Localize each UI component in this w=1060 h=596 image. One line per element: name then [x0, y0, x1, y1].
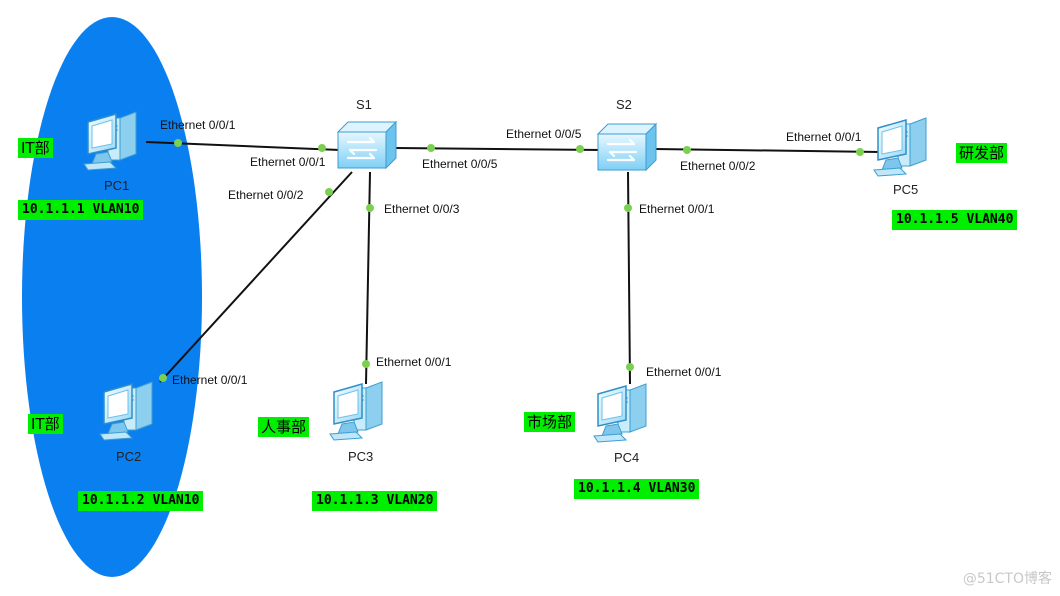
switch-s1-name: S1	[356, 97, 372, 112]
addr-label-pc5: 10.1.1.5 VLAN40	[892, 210, 1018, 230]
links	[145, 141, 881, 385]
watermark: @51CTO博客	[962, 571, 1052, 587]
switch-s1-icon[interactable]	[336, 120, 398, 170]
switch-s2-name: S2	[616, 97, 632, 112]
dept-label-pc5: 研发部	[956, 143, 1008, 163]
pc3-icon[interactable]	[329, 381, 383, 441]
pc4-icon[interactable]	[593, 383, 647, 443]
link-s1-pc3	[365, 171, 371, 385]
addr-label-pc1: 10.1.1.1 VLAN10	[18, 200, 144, 220]
port-dot	[624, 204, 632, 212]
dept-label-pc4: 市场部	[524, 412, 576, 432]
port-label-pc1: Ethernet 0/0/1	[160, 118, 236, 132]
link-s1-pc2	[159, 171, 353, 383]
port-dot	[325, 188, 333, 196]
pc5-name: PC5	[893, 182, 918, 197]
port-label-pc3: Ethernet 0/0/1	[376, 355, 452, 369]
dept-label-pc1: IT部	[18, 138, 53, 158]
port-label-s1-s2: Ethernet 0/0/5	[422, 157, 498, 171]
port-dots	[159, 139, 864, 382]
dept-label-pc3: 人事部	[258, 417, 310, 437]
vlan10-group-ellipse	[22, 17, 202, 577]
port-label-s2-s1: Ethernet 0/0/5	[506, 127, 582, 141]
port-label-s2-pc4: Ethernet 0/0/1	[639, 202, 715, 216]
port-label-pc2: Ethernet 0/0/1	[172, 373, 248, 387]
pc2-name: PC2	[116, 449, 141, 464]
port-dot	[366, 204, 374, 212]
port-label-s1-pc2: Ethernet 0/0/2	[228, 188, 304, 202]
port-dot	[576, 145, 584, 153]
port-dot	[427, 144, 435, 152]
pc3-name: PC3	[348, 449, 373, 464]
pc5-icon[interactable]	[873, 117, 927, 177]
port-dot	[856, 148, 864, 156]
port-dot	[362, 360, 370, 368]
link-s2-pc5	[654, 148, 881, 153]
port-dot	[626, 363, 634, 371]
port-label-s1-pc1: Ethernet 0/0/1	[250, 155, 326, 169]
port-dot	[159, 374, 167, 382]
switch-s2-icon[interactable]	[596, 122, 658, 172]
port-label-s2-pc5: Ethernet 0/0/2	[680, 159, 756, 173]
pc1-name: PC1	[104, 178, 129, 193]
addr-label-pc2: 10.1.1.2 VLAN10	[78, 491, 204, 511]
port-label-s1-pc3: Ethernet 0/0/3	[384, 202, 460, 216]
link-s2-pc4	[627, 171, 631, 385]
port-label-pc5: Ethernet 0/0/1	[786, 130, 862, 144]
port-dot	[174, 139, 182, 147]
port-dot	[683, 146, 691, 154]
dept-label-pc2: IT部	[28, 414, 63, 434]
port-dot	[318, 144, 326, 152]
link-s1-s2	[395, 147, 603, 151]
addr-label-pc3: 10.1.1.3 VLAN20	[312, 491, 438, 511]
pc4-name: PC4	[614, 450, 639, 465]
addr-label-pc4: 10.1.1.4 VLAN30	[574, 479, 700, 499]
port-label-pc4: Ethernet 0/0/1	[646, 365, 722, 379]
